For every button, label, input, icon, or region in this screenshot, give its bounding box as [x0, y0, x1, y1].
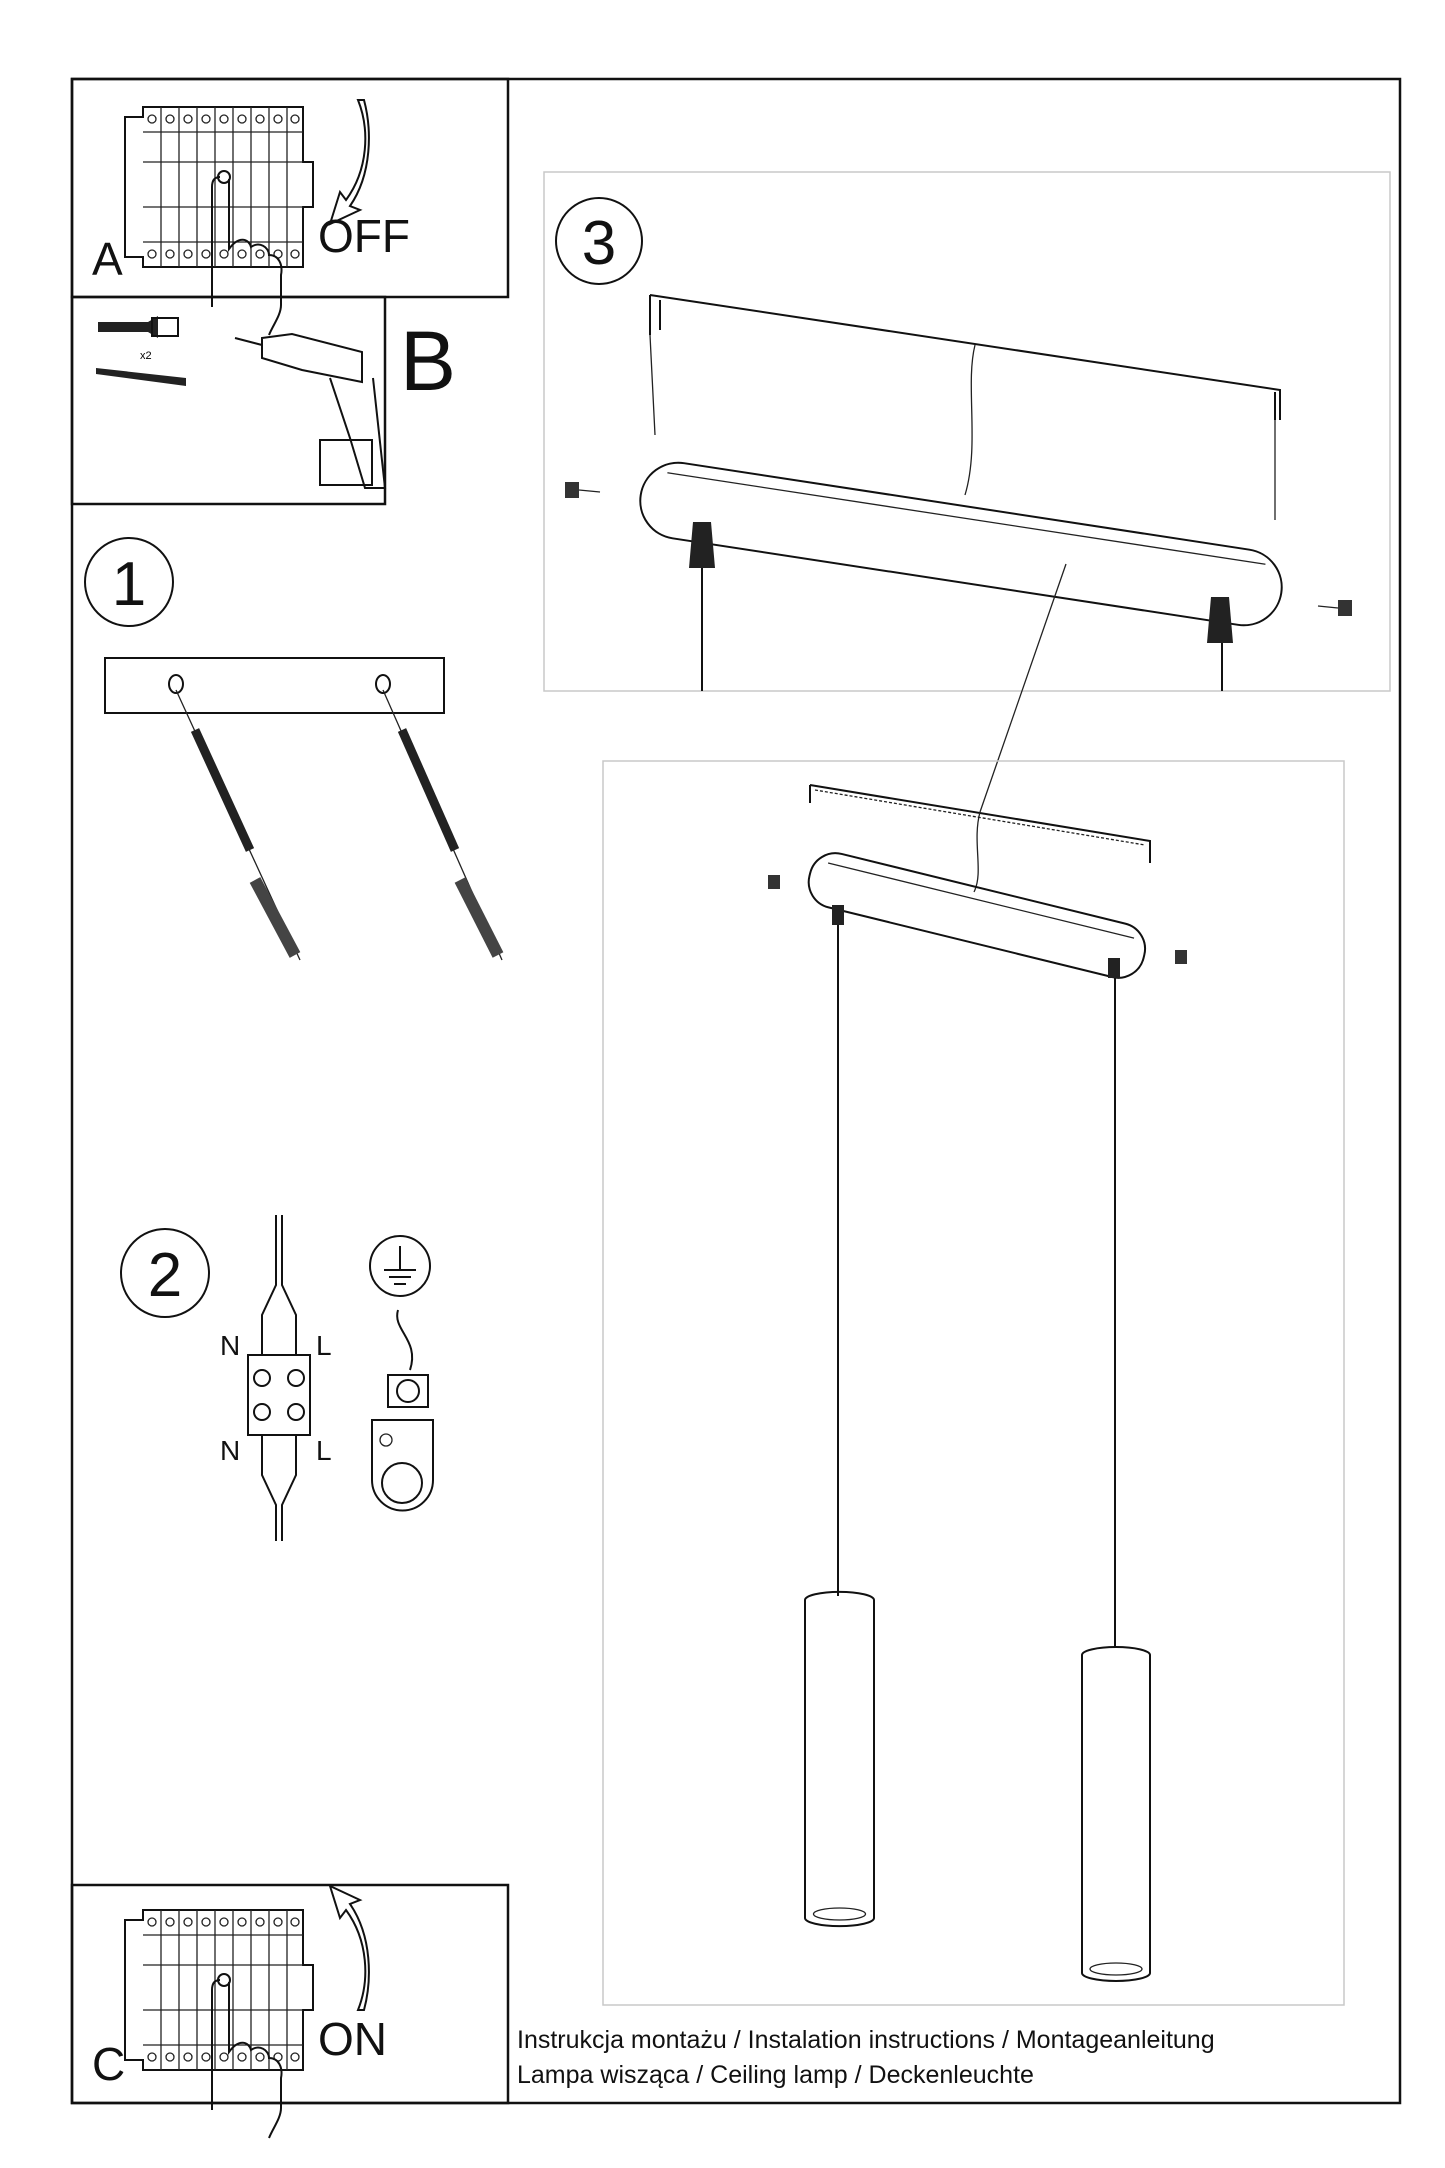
- screw-icon: [96, 368, 186, 386]
- cable-gland: [1207, 597, 1233, 643]
- panel-c-label: C: [92, 2038, 125, 2090]
- panel-a-label: A: [92, 233, 123, 285]
- canopy: [639, 461, 1283, 627]
- neutral-label-bottom: N: [220, 1435, 240, 1466]
- live-label-top: L: [316, 1330, 332, 1361]
- pendant-tube-left: [804, 1590, 875, 1928]
- arrow-down-icon: [328, 99, 370, 226]
- step-3-number: 3: [582, 209, 616, 278]
- canopy: [807, 852, 1147, 979]
- side-screw-icon: [1175, 950, 1187, 964]
- quantity-label: x2: [140, 350, 152, 362]
- panel-b-label: B: [400, 314, 456, 408]
- cable-gland: [689, 522, 715, 568]
- neutral-label-top: N: [220, 1330, 240, 1361]
- off-label: OFF: [318, 210, 410, 262]
- live-label-bottom: L: [316, 1435, 332, 1466]
- terminal-block: [247, 1354, 311, 1436]
- ground-clamp-icon: [371, 1374, 434, 1512]
- step-1-number: 1: [112, 550, 146, 619]
- step-2-wiring: 2 N L N L: [120, 1215, 434, 1541]
- assembled-lamp-view: [602, 760, 1345, 2006]
- step-1-mount-plate: 1: [84, 537, 504, 961]
- ground-symbol-icon: [369, 1235, 431, 1297]
- pendant-tube-right: [1081, 1646, 1151, 1982]
- on-label: ON: [318, 2013, 387, 2065]
- panel-c-power-on: C ON: [70, 1883, 510, 2139]
- panel-b-tools: x2 B: [70, 295, 456, 506]
- side-screw-icon: [768, 875, 780, 889]
- screw-and-plug-icon: [175, 689, 301, 961]
- footer-product-type: Lampa wisząca / Ceiling lamp / Deckenleu…: [517, 2061, 1034, 2089]
- detail-connector-line: [979, 563, 1067, 813]
- arrow-up-icon: [328, 1884, 370, 2011]
- mounting-plate: [104, 657, 445, 714]
- side-screw-icon: [565, 482, 601, 498]
- page-frame: [70, 77, 1402, 2105]
- screw-and-plug-icon: [382, 689, 504, 961]
- step-3-assembly: 3: [543, 171, 1391, 813]
- breaker-panel-icon: [124, 106, 314, 336]
- mounting-bracket: [649, 294, 1281, 520]
- step-2-number: 2: [148, 1241, 182, 1310]
- wall-plug-icon: [98, 316, 179, 338]
- footer-instructions-title: Instrukcja montażu / Instalation instruc…: [517, 2026, 1215, 2054]
- side-screw-icon: [1317, 600, 1352, 616]
- drill-icon: [234, 332, 387, 489]
